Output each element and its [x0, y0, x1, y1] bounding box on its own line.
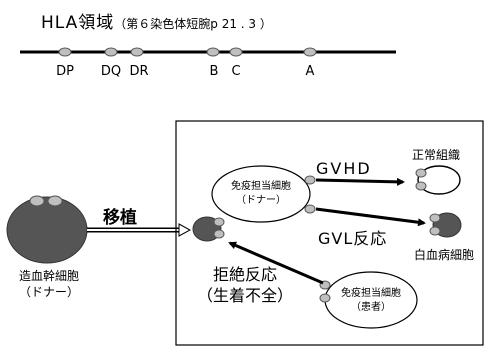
patient-immune-label-line1: 免疫担当細胞	[341, 288, 401, 299]
stem-cell-label-line2: （ドナー）	[18, 285, 79, 299]
patient-immune-label: 免疫担当細胞 （患者）	[328, 287, 414, 315]
patient-immune-receptor	[319, 293, 331, 303]
engrafted-cell-receptor	[213, 217, 225, 227]
donor-immune-receptor	[304, 204, 316, 214]
stem-cell	[6, 196, 88, 264]
gene-label-c: C	[231, 64, 241, 79]
rejection-arrow	[228, 241, 324, 285]
stem-cell-receptor	[47, 195, 63, 207]
engrafted-cell-receptor	[213, 229, 225, 239]
stem-cell-label: 造血幹細胞 （ドナー）	[4, 268, 94, 300]
hla-title-sub: （第６染色体短腕p 21 . 3 ）	[114, 17, 272, 31]
gene-marker-dr	[130, 47, 144, 57]
gene-label-a: A	[305, 64, 315, 79]
gene-marker-dp	[58, 47, 72, 57]
hla-title-main: HLA領域	[41, 13, 115, 33]
normal-tissue-cell	[417, 165, 461, 195]
normal-tissue-receptor	[415, 168, 427, 178]
gvhd-arrow	[315, 177, 405, 186]
gene-label-dr: DR	[129, 64, 149, 79]
recipient-box	[175, 120, 484, 346]
transplant-label: 移植	[103, 208, 137, 228]
gvhd-label: GVHD	[316, 159, 372, 178]
gvl-label: GVL反応	[318, 229, 388, 248]
gene-marker-dq	[104, 47, 118, 57]
transplant-arrowhead	[178, 223, 192, 237]
gene-marker-a	[303, 47, 317, 57]
rejection-label-line2: （生着不全）	[196, 286, 293, 305]
patient-immune-label-line2: （患者）	[351, 302, 391, 313]
leukemia-cell-receptor	[429, 213, 441, 223]
gene-marker-b	[206, 47, 220, 57]
hla-region-title: HLA領域（第６染色体短腕p 21 . 3 ）	[41, 8, 272, 33]
gene-label-b: B	[209, 64, 219, 79]
gene-label-dp: DP	[56, 64, 74, 79]
donor-immune-cell	[211, 165, 311, 223]
donor-immune-label-line1: 免疫担当細胞	[231, 181, 291, 192]
normal-tissue-receptor	[415, 181, 427, 191]
rejection-label: 拒絶反応 （生着不全）	[185, 264, 305, 306]
normal-tissue-label: 正常組織	[412, 148, 461, 162]
donor-immune-receptor	[304, 175, 316, 185]
gvl-arrow	[315, 207, 426, 227]
gene-label-dq: DQ	[100, 64, 122, 79]
donor-immune-label: 免疫担当細胞 （ドナー）	[216, 180, 306, 208]
gene-marker-c	[229, 47, 243, 57]
leukemia-label: 白血病細胞	[414, 248, 475, 262]
leukemia-cell-receptor	[429, 226, 441, 236]
rejection-label-line1: 拒絶反応	[212, 265, 277, 284]
donor-immune-label-line2: （ドナー）	[236, 195, 286, 206]
stem-cell-receptor	[29, 195, 45, 207]
stem-cell-label-line1: 造血幹細胞	[18, 269, 79, 283]
